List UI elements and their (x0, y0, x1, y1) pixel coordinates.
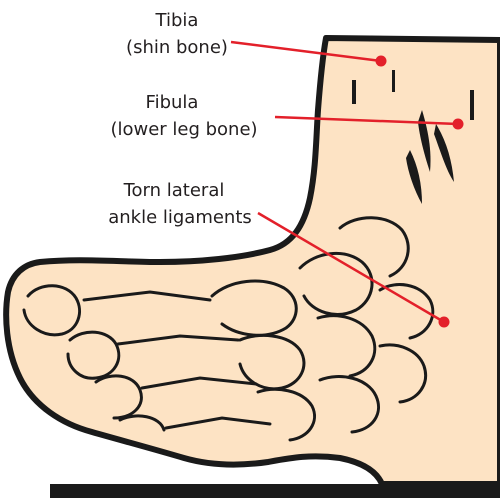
foot-silhouette (6, 38, 500, 484)
label-ligaments-line2: ankle ligaments (108, 207, 252, 228)
pointer-dot-tibia (376, 56, 387, 67)
label-tibia-line2: (shin bone) (126, 37, 228, 58)
label-fibula-line1: Fibula (146, 92, 199, 113)
pointer-dot-fibula (453, 119, 464, 130)
label-ligaments-line1: Torn lateral (123, 180, 225, 201)
label-fibula-line2: (lower leg bone) (110, 119, 257, 140)
label-tibia-line1: Tibia (155, 10, 199, 31)
pointer-dot-ligaments (439, 317, 450, 328)
